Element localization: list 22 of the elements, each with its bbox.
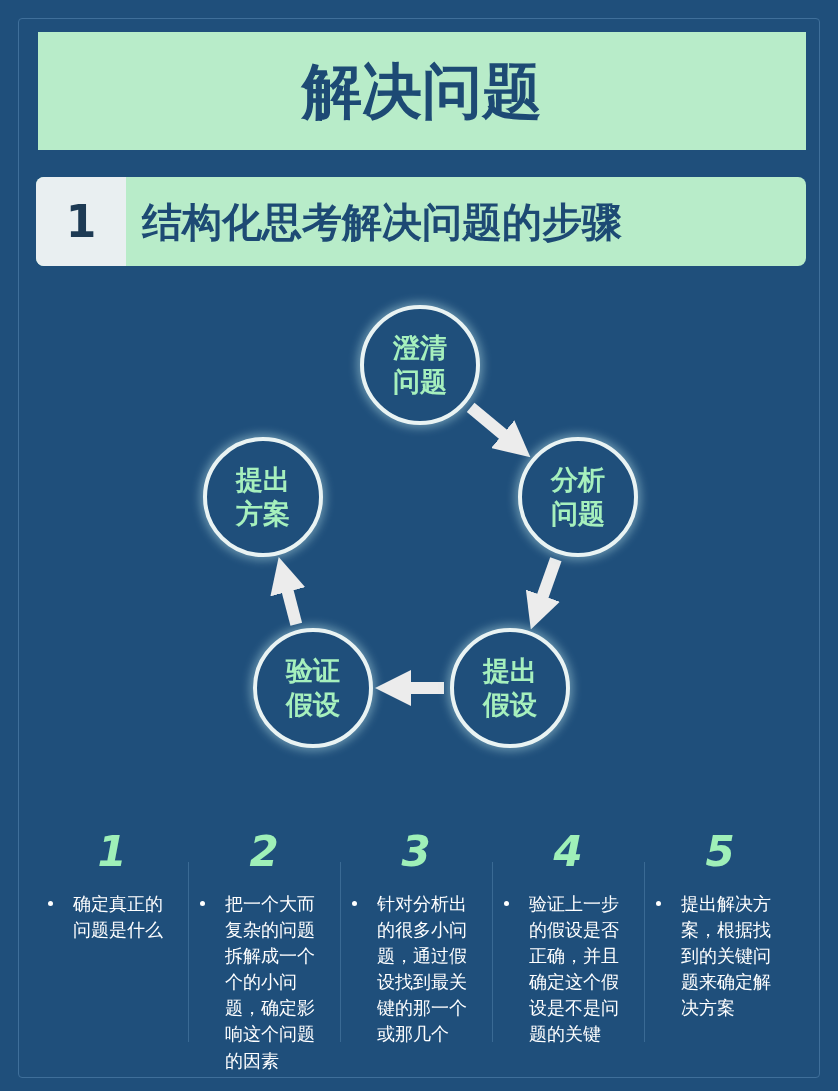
step-label: 验证假设 <box>284 654 341 722</box>
arrow <box>466 402 531 458</box>
step-number: 2 <box>249 826 279 878</box>
step-description: 把一个大而复杂的问题拆解成一个个的小问题，确定影响这个问题的因素 <box>225 892 316 1073</box>
step-number: 1 <box>97 826 127 878</box>
step-label: 澄清问题 <box>392 331 448 399</box>
section-number: 1 <box>65 194 97 249</box>
step-description: 提出解决方案，根据找到的关键问题来确定解决方案 <box>681 892 772 1021</box>
step-description: 验证上一步的假设是否正确，并且确定这个假设是不是问题的关键 <box>529 892 620 1047</box>
arrow <box>375 670 444 706</box>
arrow <box>270 557 306 626</box>
arrow <box>525 557 562 630</box>
step-number: 4 <box>553 826 583 878</box>
step-description: 确定真正的问题是什么 <box>73 892 164 943</box>
step-number: 3 <box>401 826 431 878</box>
step-label: 分析问题 <box>549 463 606 531</box>
title: 解决问题 <box>302 55 542 128</box>
step-label: 提出方案 <box>234 463 291 531</box>
step-description: 针对分析出的很多小问题，通过假设找到最关键的那一个或那几个 <box>377 892 468 1047</box>
section-heading: 结构化思考解决问题的步骤 <box>142 197 622 247</box>
step-number: 5 <box>705 826 735 878</box>
step-label: 提出假设 <box>481 654 538 722</box>
